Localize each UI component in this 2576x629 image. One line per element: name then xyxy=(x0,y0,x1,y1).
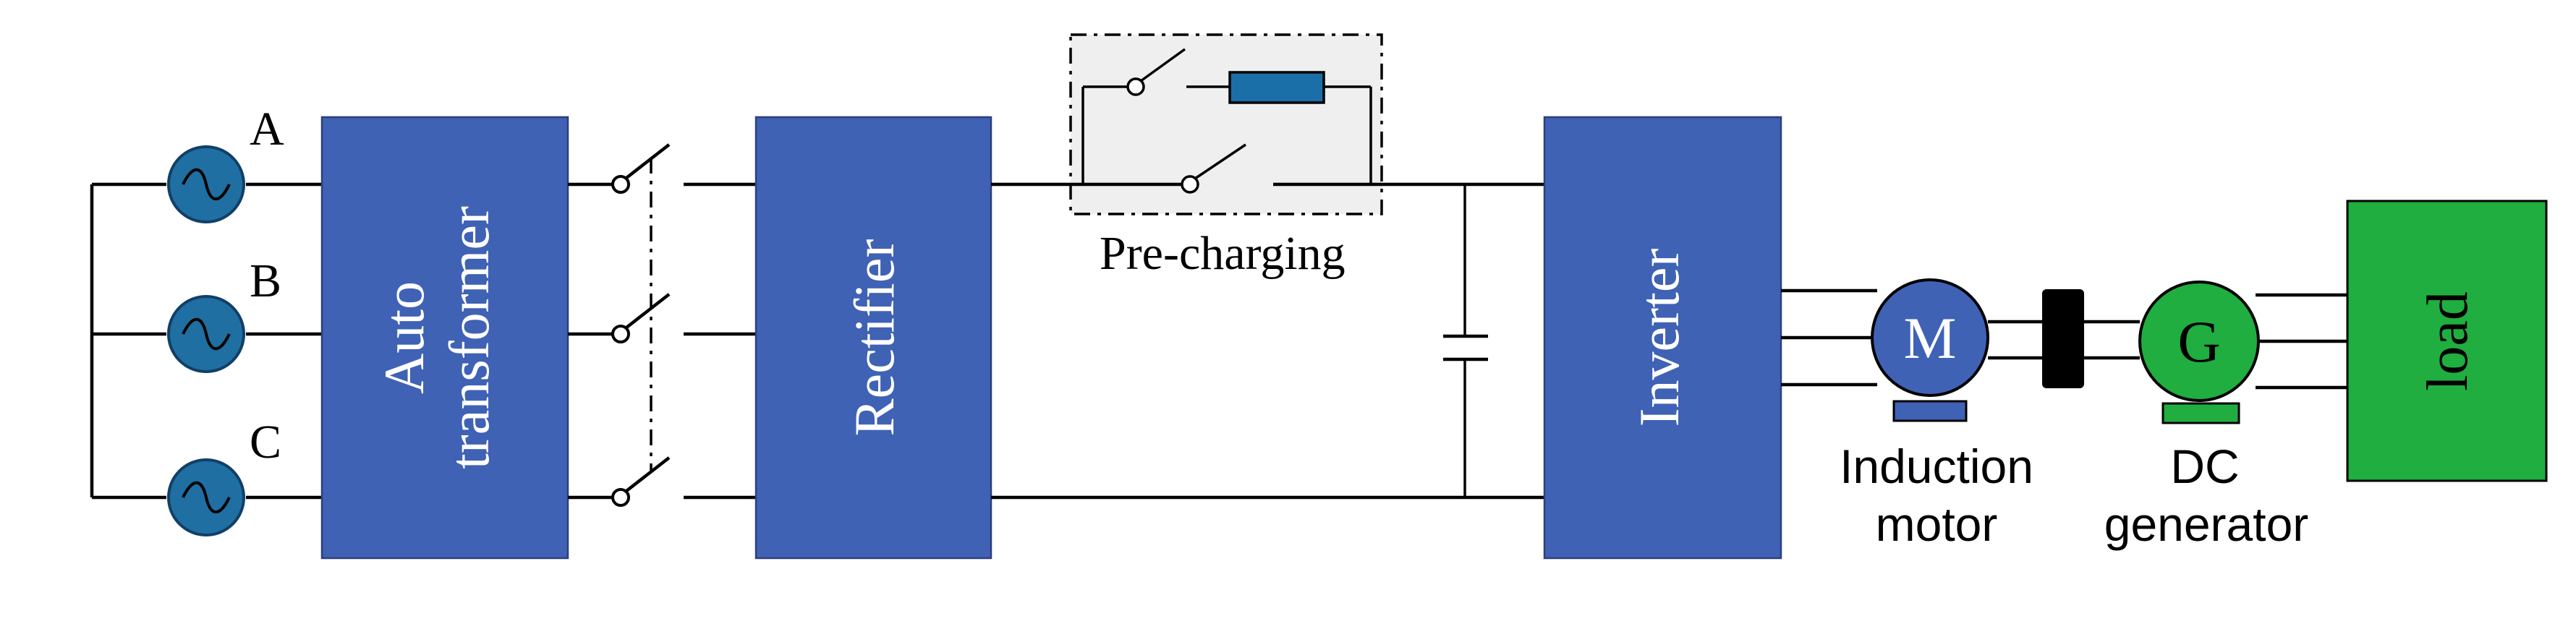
phase-label-b: B xyxy=(250,254,281,307)
motor-label-line1: Induction xyxy=(1840,440,2033,493)
inverter-motor-wiring xyxy=(1781,288,1877,387)
load-label: load xyxy=(2416,291,2480,391)
shaft-coupling xyxy=(1988,289,2140,388)
ac-source-c xyxy=(167,458,245,536)
inverter-block xyxy=(1543,116,1782,560)
dc-generator xyxy=(2138,281,2260,424)
precharge-box xyxy=(1069,33,1383,215)
rectifier-block xyxy=(754,116,992,560)
autotransformer-label-line2: transformer xyxy=(438,206,501,469)
induction-motor xyxy=(1871,278,1989,422)
precharge-resistor xyxy=(1228,71,1325,104)
motor-symbol: M xyxy=(1904,305,1957,371)
precharging-label: Pre-charging xyxy=(1100,227,1346,280)
motor-base xyxy=(1892,400,1968,422)
precharge-circuit xyxy=(1081,48,1372,194)
phase-label-c: C xyxy=(250,416,281,468)
autotransformer-label-line1: Auto xyxy=(373,281,435,394)
inverter-label: Inverter xyxy=(1628,249,1691,427)
three-pole-switch xyxy=(568,143,756,507)
autotransformer-block xyxy=(320,116,569,560)
ac-source-a xyxy=(167,145,245,223)
generator-label-line1: DC xyxy=(2170,440,2239,493)
generator-base xyxy=(2161,402,2240,424)
dc-link xyxy=(991,182,1544,500)
generator-symbol: G xyxy=(2177,309,2220,375)
ac-source-b xyxy=(167,295,245,373)
generator-label-line2: generator xyxy=(2104,497,2309,551)
source-wiring xyxy=(90,182,322,500)
motor-label-line2: motor xyxy=(1876,497,1998,551)
phase-label-a: A xyxy=(250,103,284,155)
generator-load-wiring xyxy=(2256,293,2347,390)
load-block xyxy=(2346,200,2548,482)
rectifier-label: Rectifier xyxy=(843,239,906,437)
coupling-block xyxy=(2042,289,2084,388)
